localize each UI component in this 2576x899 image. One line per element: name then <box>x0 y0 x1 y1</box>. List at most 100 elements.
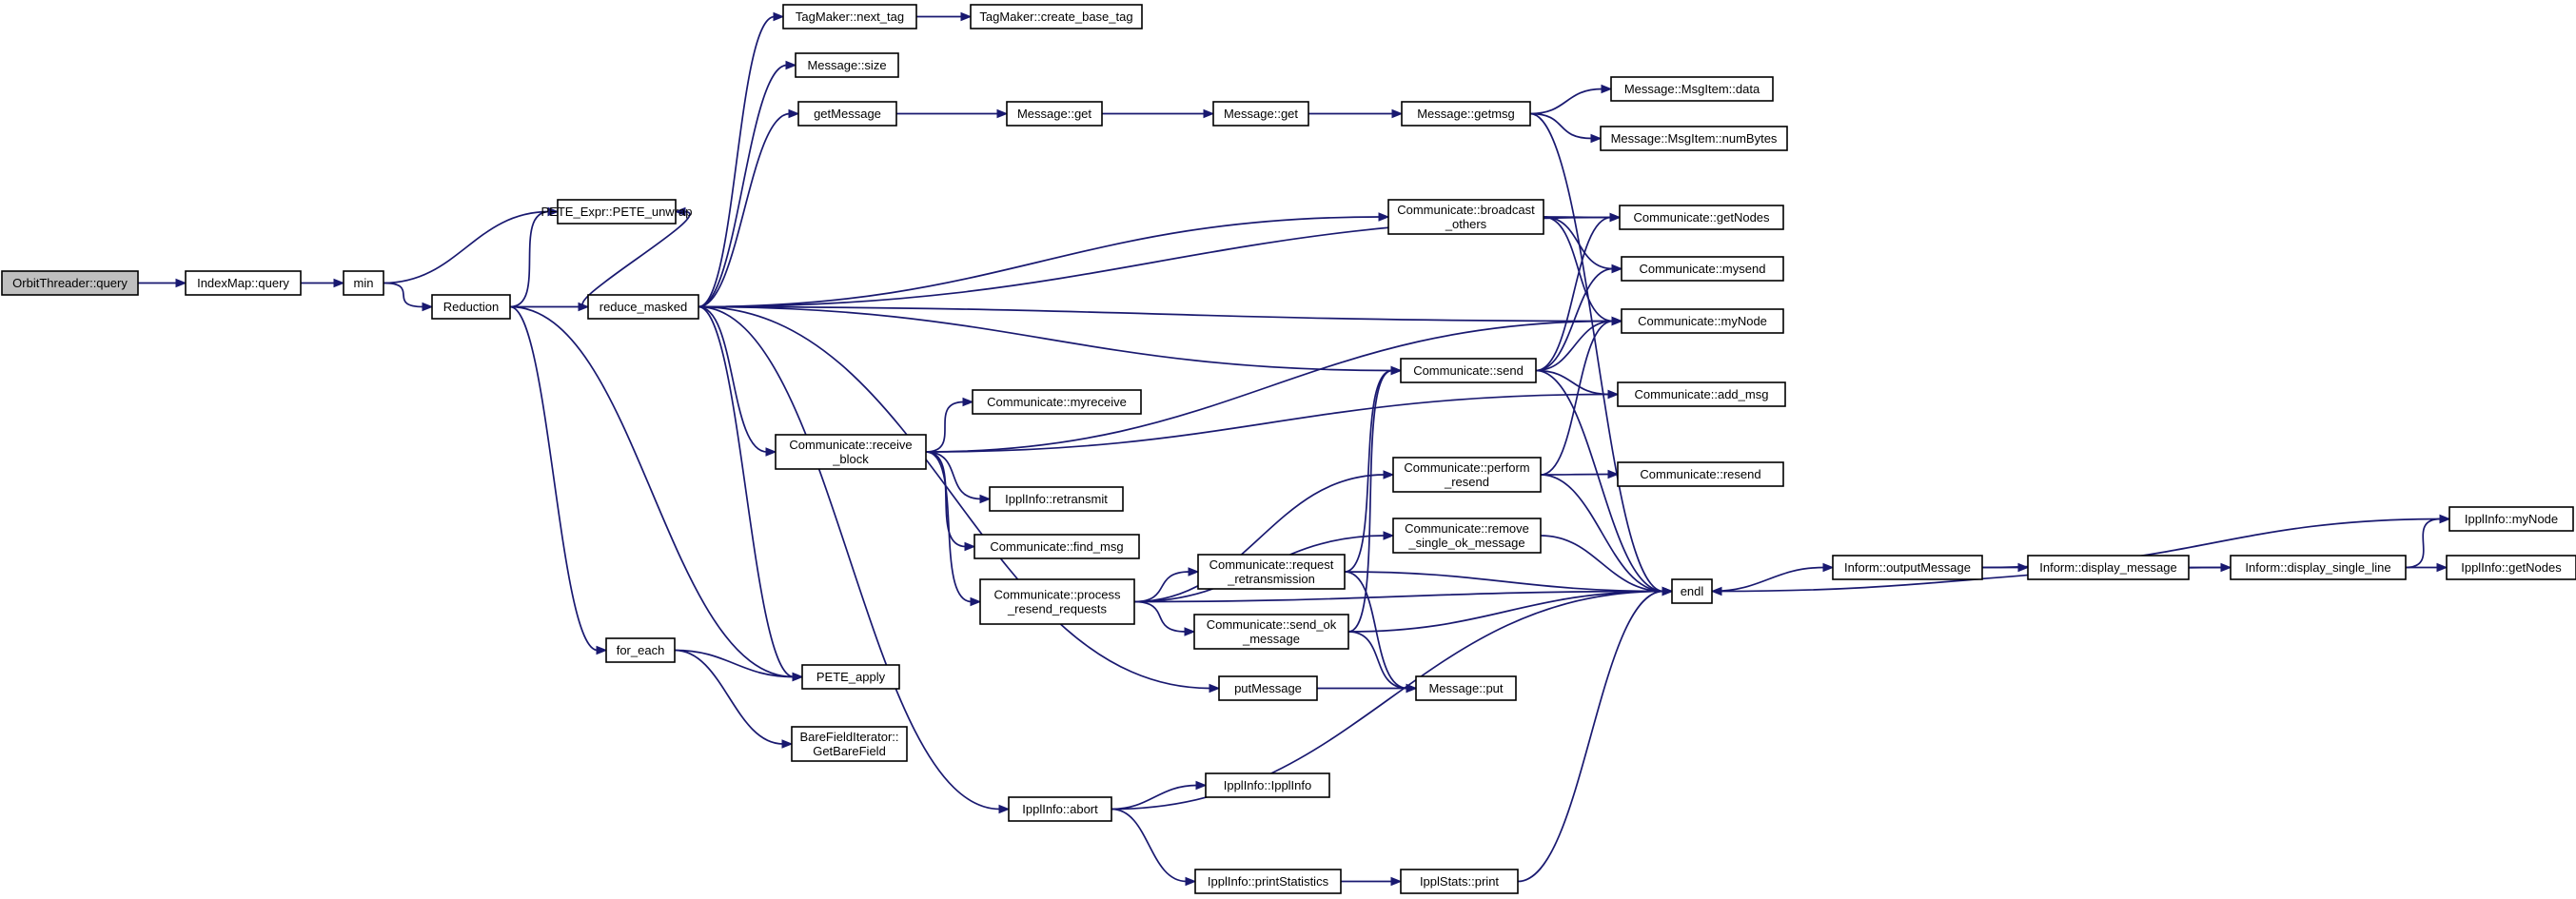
node-box <box>1621 308 1784 334</box>
node-mysend[interactable]: Communicate::mysend <box>1621 256 1784 282</box>
node-getMessage[interactable]: getMessage <box>797 101 897 127</box>
node-orbit[interactable]: OrbitThreader::query <box>1 270 139 296</box>
node-retransmit[interactable]: IpplInfo::retransmit <box>989 486 1124 512</box>
edge-reduce-masked-to-abort <box>698 305 1011 814</box>
node-reduction[interactable]: Reduction <box>431 294 511 320</box>
node-label: Reduction <box>443 300 500 314</box>
edge-receive-block-to-process-resend <box>925 451 982 607</box>
node-box <box>1006 101 1103 127</box>
edge-orbit-to-imq <box>138 278 187 288</box>
node-ippl-myNode[interactable]: IpplInfo::myNode <box>2448 506 2574 532</box>
node-bfi[interactable]: BareFieldIterator::GetBareField <box>791 726 908 762</box>
edge-reduction-to-pete-apply <box>509 305 804 682</box>
node-label: min <box>354 276 374 290</box>
node-label: Communicate::remove <box>1405 521 1529 536</box>
node-display-message[interactable]: Inform::display_message <box>2027 555 2190 580</box>
node-label: IpplInfo::IpplInfo <box>1224 778 1312 792</box>
node-msg-get2[interactable]: Message::get <box>1212 101 1309 127</box>
node-printStatistics[interactable]: IpplInfo::printStatistics <box>1194 869 1342 894</box>
node-box <box>1218 675 1318 701</box>
node-box <box>1193 614 1349 650</box>
node-abort[interactable]: IpplInfo::abort <box>1008 796 1112 822</box>
edge-comm-send-to-getNodes <box>1535 212 1622 372</box>
node-remove-ok[interactable]: Communicate::remove_single_ok_message <box>1392 518 1542 554</box>
node-pete-apply[interactable]: PETE_apply <box>801 664 900 690</box>
node-perform-resend[interactable]: Communicate::perform_resend <box>1392 457 1542 493</box>
node-box <box>970 4 1143 29</box>
node-getNodes[interactable]: Communicate::getNodes <box>1619 205 1784 230</box>
edge-receive-block-to-myreceive <box>925 397 974 453</box>
node-ippl-getNodes[interactable]: IpplInfo::getNodes <box>2446 555 2576 580</box>
node-box <box>1617 461 1784 487</box>
edge-process-resend-to-request-retrans <box>1133 567 1200 603</box>
node-msg-get1[interactable]: Message::get <box>1006 101 1103 127</box>
edge-reduce-masked-to-next-tag <box>698 11 785 308</box>
node-label: Communicate::getNodes <box>1633 210 1770 225</box>
node-broadcast[interactable]: Communicate::broadcast_others <box>1387 199 1544 235</box>
edge-printStatistics-to-stats-print <box>1341 876 1403 887</box>
node-label: for_each <box>617 643 665 657</box>
node-myreceive[interactable]: Communicate::myreceive <box>972 389 1142 415</box>
node-getmsg[interactable]: Message::getmsg <box>1401 101 1531 127</box>
node-label: PETE_apply <box>816 670 886 684</box>
node-label: TagMaker::next_tag <box>796 10 904 24</box>
node-for-each[interactable]: for_each <box>605 637 676 663</box>
node-label: _retransmission <box>1227 572 1315 586</box>
node-box <box>1401 101 1531 127</box>
node-box <box>605 637 676 663</box>
edge-send-ok-to-msg-put <box>1347 631 1418 694</box>
node-reduce-masked[interactable]: reduce_masked <box>587 294 699 320</box>
node-label: _message <box>1242 632 1300 646</box>
node-next-tag[interactable]: TagMaker::next_tag <box>782 4 917 29</box>
edge-perform-resend-to-myNode <box>1540 316 1623 476</box>
node-resend[interactable]: Communicate::resend <box>1617 461 1784 487</box>
node-min[interactable]: min <box>343 270 384 296</box>
node-msg-size[interactable]: Message::size <box>795 52 899 78</box>
node-label: Message::get <box>1224 107 1298 121</box>
node-label: IpplInfo::abort <box>1022 802 1098 816</box>
node-box <box>1621 256 1784 282</box>
node-find-msg[interactable]: Communicate::find_msg <box>973 534 1140 559</box>
node-label: _single_ok_message <box>1407 536 1524 550</box>
node-label: putMessage <box>1234 681 1302 695</box>
edge-reduction-to-reduce-masked <box>510 302 590 312</box>
node-add-msg[interactable]: Communicate::add_msg <box>1617 381 1786 407</box>
node-endl[interactable]: endl <box>1671 578 1713 604</box>
node-label: Inform::display_message <box>2039 560 2177 575</box>
node-box <box>1832 555 1983 580</box>
node-ipplinfo-ctor[interactable]: IpplInfo::IpplInfo <box>1205 772 1330 798</box>
node-pete-unwrap[interactable]: PETE_Expr::PETE_unwrap <box>541 199 693 225</box>
edge-reduce-masked-to-msg-size <box>698 60 797 308</box>
node-msgitem-numbytes[interactable]: Message::MsgItem::numBytes <box>1600 126 1788 151</box>
node-request-retrans[interactable]: Communicate::request_retransmission <box>1197 554 1346 590</box>
edge-reduce-masked-to-pete-unwrap <box>581 206 691 308</box>
edge-perform-resend-to-endl <box>1540 474 1674 596</box>
edge-reduce-masked-to-pete-apply <box>698 305 804 682</box>
node-send-ok[interactable]: Communicate::send_ok_message <box>1193 614 1349 650</box>
node-comm-send[interactable]: Communicate::send <box>1400 358 1537 383</box>
edge-request-retrans-to-comm-send <box>1344 365 1403 573</box>
node-process-resend[interactable]: Communicate::process_resend_requests <box>979 578 1135 625</box>
node-box <box>801 664 900 690</box>
node-msgitem-data[interactable]: Message::MsgItem::data <box>1610 76 1774 102</box>
node-box <box>775 434 927 470</box>
node-create-base-tag[interactable]: TagMaker::create_base_tag <box>970 4 1143 29</box>
node-box <box>973 534 1140 559</box>
node-box <box>1205 772 1330 798</box>
node-display-single-line[interactable]: Inform::display_single_line <box>2230 555 2407 580</box>
node-label: Message::get <box>1017 107 1091 121</box>
node-putMessage[interactable]: putMessage <box>1218 675 1318 701</box>
node-label: Inform::outputMessage <box>1844 560 1971 575</box>
edge-receive-block-to-add-msg <box>925 389 1620 453</box>
node-stats-print[interactable]: IpplStats::print <box>1400 869 1519 894</box>
node-msg-put[interactable]: Message::put <box>1415 675 1517 701</box>
node-outputMessage[interactable]: Inform::outputMessage <box>1832 555 1983 580</box>
node-label: IpplInfo::getNodes <box>2461 560 2562 575</box>
node-imq[interactable]: IndexMap::query <box>185 270 302 296</box>
node-receive-block[interactable]: Communicate::receive_block <box>775 434 927 470</box>
edge-display-single-line-to-ippl-myNode <box>2405 514 2451 569</box>
node-label: getMessage <box>814 107 881 121</box>
node-myNode[interactable]: Communicate::myNode <box>1621 308 1784 334</box>
edge-reduction-to-for-each <box>509 305 608 655</box>
